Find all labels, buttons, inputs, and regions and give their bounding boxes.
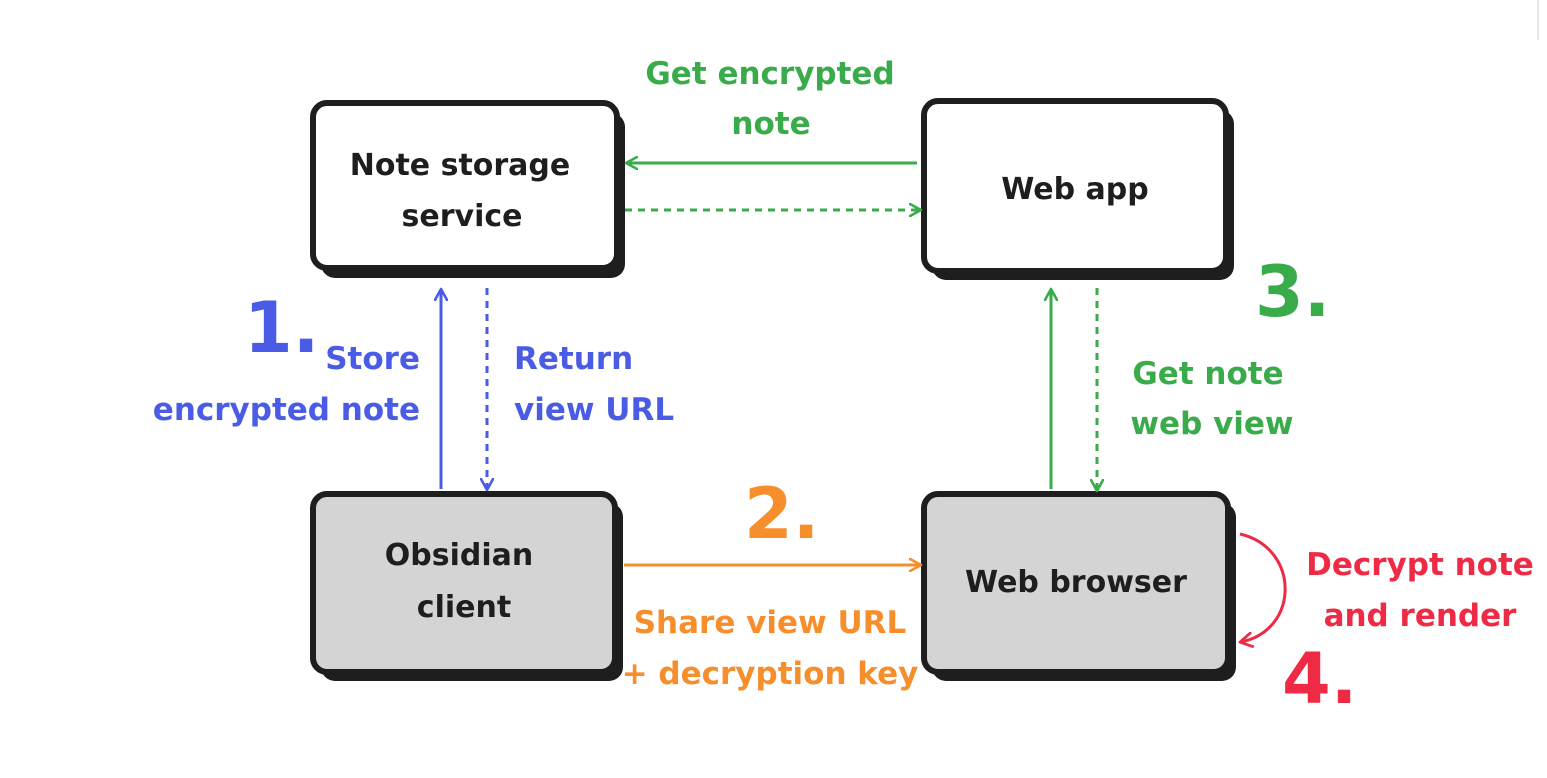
step-2: 2. — [744, 473, 819, 555]
store-line1: Store — [325, 341, 420, 377]
return-line2: view URL — [514, 392, 674, 428]
web-view-line1: Get note — [1132, 356, 1283, 392]
store-line2: encrypted note — [153, 392, 420, 428]
storage-label-line1: Note storage — [350, 148, 571, 183]
get-encrypted-line1: Get encrypted — [645, 56, 894, 92]
web-view-line2: web view — [1130, 406, 1293, 442]
web-app-box: Web app — [921, 98, 1234, 280]
share-line1: Share view URL — [634, 605, 907, 641]
step-1: 1. — [244, 287, 319, 369]
decrypt-line1: Decrypt note — [1306, 547, 1534, 583]
web-browser-box: Web browser — [921, 491, 1236, 681]
step-3: 3. — [1255, 251, 1330, 333]
decrypt-loop-arrow — [1240, 532, 1287, 642]
obsidian-label-line2: client — [417, 590, 511, 625]
browser-label: Web browser — [965, 565, 1187, 600]
return-line1: Return — [514, 341, 633, 377]
webapp-label: Web app — [1001, 172, 1148, 207]
note-storage-service-box: Note storage service — [310, 100, 625, 278]
share-line2: + decryption key — [622, 656, 919, 692]
get-encrypted-line2: note — [731, 106, 810, 142]
obsidian-client-box: Obsidian client — [310, 491, 623, 681]
obsidian-label-line1: Obsidian — [385, 538, 533, 573]
decrypt-line2: and render — [1324, 598, 1518, 634]
storage-label-line2: service — [402, 199, 523, 234]
step-4: 4. — [1282, 638, 1357, 720]
